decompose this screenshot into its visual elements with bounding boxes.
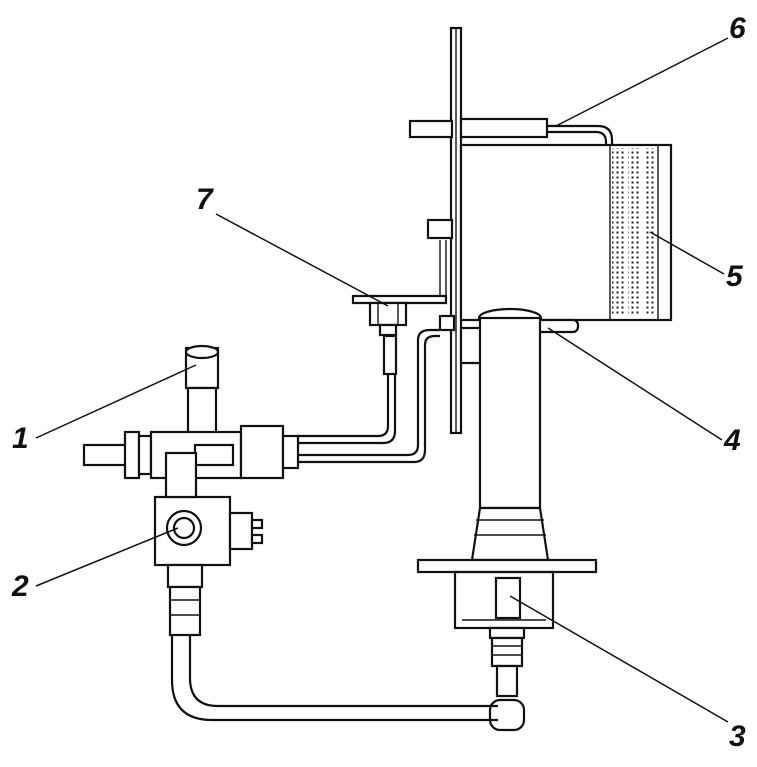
leader-line-6 <box>555 37 729 127</box>
callout-6: 6 <box>729 12 746 45</box>
leader-line-2 <box>35 527 179 587</box>
callout-7: 7 <box>196 183 213 216</box>
leader-line-1 <box>35 364 197 439</box>
solenoid-valve <box>82 344 300 499</box>
leader-line-7 <box>215 213 389 307</box>
callout-4: 4 <box>724 424 741 457</box>
burner-head <box>459 143 673 322</box>
sensor-bracket <box>351 218 454 376</box>
leader-line-5 <box>649 231 725 275</box>
ignition-electrode <box>408 117 614 148</box>
callout-5: 5 <box>726 260 743 293</box>
gas-supply-tube <box>170 635 498 722</box>
burner-base <box>416 558 598 630</box>
gas-valve <box>153 495 264 637</box>
callout-2: 2 <box>12 570 29 603</box>
callout-3: 3 <box>729 720 746 753</box>
pilot-gas-line <box>298 328 440 464</box>
leader-line-3 <box>509 595 729 723</box>
orifice-fitting <box>488 626 526 732</box>
callout-1: 1 <box>12 422 29 455</box>
burner-tube <box>470 307 550 562</box>
leader-line-4 <box>547 327 723 441</box>
